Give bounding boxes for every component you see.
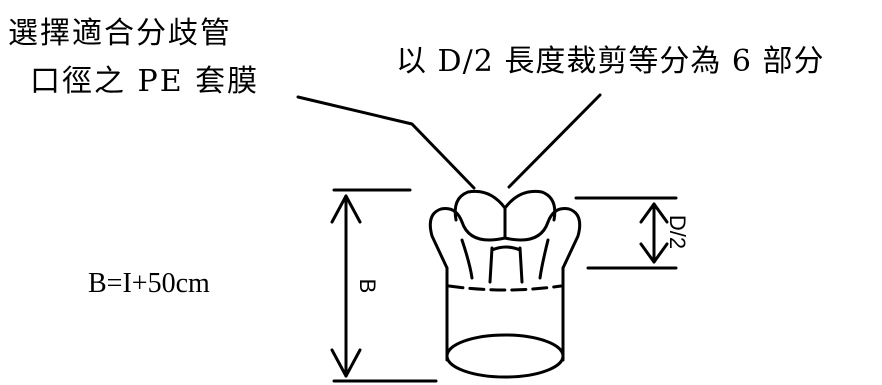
dim-d2-arrow-bottom [639,242,669,264]
petal-back-right [503,189,557,222]
petal-lower-mid [488,245,524,284]
petal-outer-right [546,207,582,270]
leader-line-left [296,95,476,190]
fold-line-dashed [447,284,563,292]
dim-d2-arrow-top [639,202,669,224]
pe-film-label-line-2: 口徑之 PE 套膜 [30,64,260,99]
petal-lower-left [460,238,474,280]
dim-d2-label: D/2 [665,215,690,249]
cut-instruction-label: 以 D/2 長度裁剪等分為 6 部分 [396,44,825,79]
sleeve-bottom-opening [445,333,565,379]
leader-line-right [507,93,602,189]
petal-lower-right [538,238,550,280]
dim-b-arrow-bottom [330,348,362,378]
petal-back-left [453,189,507,222]
dim-b-arrow-top [330,194,362,224]
petal-front-left [460,220,507,242]
dim-b-label: B [355,279,380,294]
petal-outer-left [428,207,464,270]
length-formula: B=I+50cm [88,268,210,299]
petal-front-right [503,220,550,242]
pe-film-label-line-1: 選擇適合分歧管 [8,16,232,51]
